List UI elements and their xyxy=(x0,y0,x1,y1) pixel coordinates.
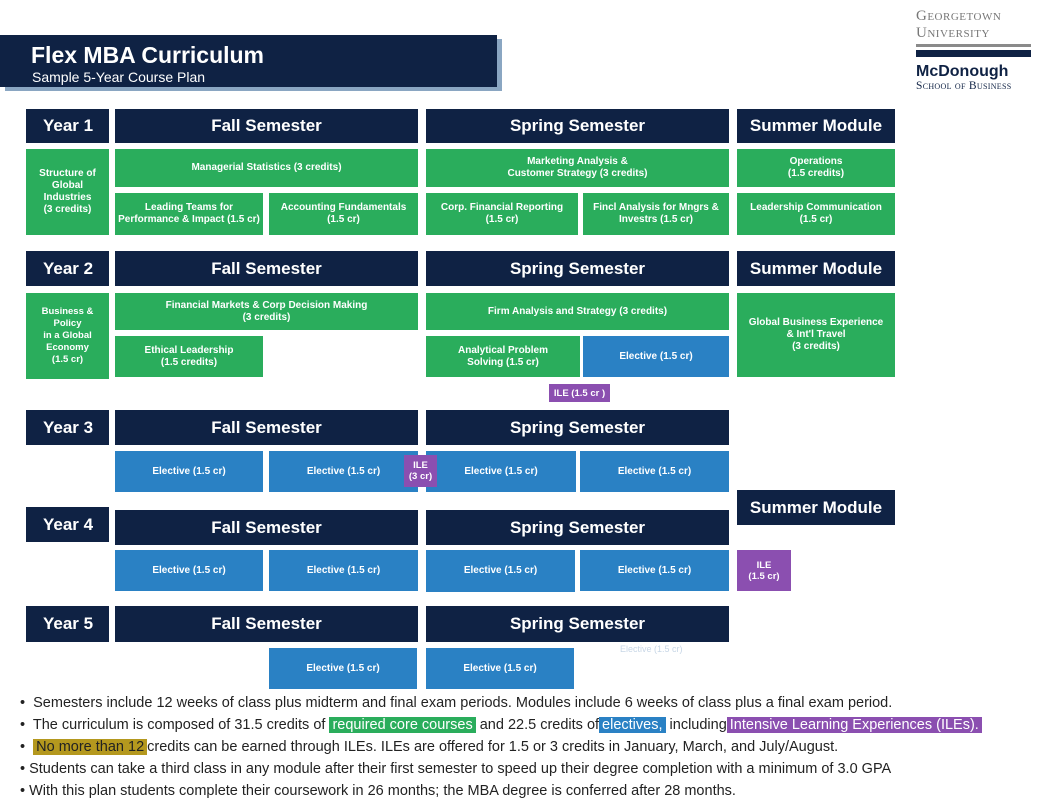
course-operations: Operations (1.5 credits) xyxy=(737,149,895,187)
page-subtitle: Sample 5-Year Course Plan xyxy=(32,69,206,85)
year-3-label: Year 3 xyxy=(26,410,109,445)
elective-y2-spring: Elective (1.5 cr) xyxy=(583,336,729,377)
ile-limit-highlight: No more than 12 xyxy=(33,739,148,755)
year-2-summer-header: Summer Module xyxy=(737,251,895,286)
ile-highlight: Intensive Learning Experiences (ILEs). xyxy=(726,717,982,733)
note-2-text-c: including xyxy=(669,717,727,733)
note-4-text: Students can take a third class in any m… xyxy=(29,761,892,777)
logo-rule-gray xyxy=(916,44,1031,47)
logo-mcdonough: McDonough xyxy=(916,63,1009,80)
course-financial-markets: Financial Markets & Corp Decision Making… xyxy=(115,293,418,330)
year-5-fall-header: Fall Semester xyxy=(115,606,418,642)
year-3-fall-header: Fall Semester xyxy=(115,410,418,445)
note-5-text: With this plan students complete their c… xyxy=(29,783,736,799)
elective-y3-fall-2: Elective (1.5 cr) xyxy=(269,451,418,492)
elective-y3-spring-1: Elective (1.5 cr) xyxy=(426,451,576,492)
course-leading-teams: Leading Teams for Performance & Impact (… xyxy=(115,193,263,235)
note-3-text: credits can be earned through ILEs. ILEs… xyxy=(147,739,839,755)
note-2: • The curriculum is composed of 31.5 cre… xyxy=(20,714,982,736)
logo-rule-navy xyxy=(916,50,1031,57)
note-2-text-b: and 22.5 credits of xyxy=(479,717,600,733)
year-2-spring-header: Spring Semester xyxy=(426,251,729,286)
course-accounting-fundamentals: Accounting Fundamentals (1.5 cr) xyxy=(269,193,418,235)
elective-y3-fall-1: Elective (1.5 cr) xyxy=(115,451,263,492)
title-banner: Flex MBA Curriculum Sample 5-Year Course… xyxy=(0,35,497,87)
note-4: • Students can take a third class in any… xyxy=(20,761,892,777)
year-3-summer-header: Summer Module xyxy=(737,490,895,525)
georgetown-logo: Georgetown University McDonough School o… xyxy=(916,8,1031,98)
elective-y4-spring-1: Elective (1.5 cr) xyxy=(426,550,575,592)
note-2-text-a: The curriculum is composed of 31.5 credi… xyxy=(32,717,326,733)
course-business-policy: Business & Policy in a Global Economy (1… xyxy=(26,293,109,379)
year-4-label: Year 4 xyxy=(26,507,109,542)
course-structure-global-industries: Structure of Global Industries (3 credit… xyxy=(26,149,109,235)
required-core-highlight: required core courses xyxy=(329,717,476,733)
page-title: Flex MBA Curriculum xyxy=(31,42,265,68)
elective-y5-spring: Elective (1.5 cr) xyxy=(426,648,574,689)
year-1-spring-header: Spring Semester xyxy=(426,109,729,143)
ghost-elective-text: Elective (1.5 cr) xyxy=(620,644,683,654)
year-4-fall-header: Fall Semester xyxy=(115,510,418,545)
year-2-fall-header: Fall Semester xyxy=(115,251,418,286)
ile-y2: ILE (1.5 cr ) xyxy=(549,384,610,402)
year-5-spring-header: Spring Semester xyxy=(426,606,729,642)
course-leadership-communication: Leadership Communication (1.5 cr) xyxy=(737,193,895,235)
note-5: • With this plan students complete their… xyxy=(20,783,736,799)
course-corp-financial-reporting: Corp. Financial Reporting (1.5 cr) xyxy=(426,193,578,235)
elective-y4-fall-1: Elective (1.5 cr) xyxy=(115,550,263,591)
elective-y4-fall-2: Elective (1.5 cr) xyxy=(269,550,418,591)
course-marketing-analysis: Marketing Analysis & Customer Strategy (… xyxy=(426,149,729,187)
elective-y4-spring-2: Elective (1.5 cr) xyxy=(580,550,729,591)
course-fincl-analysis: Fincl Analysis for Mngrs & Investrs (1.5… xyxy=(583,193,729,235)
ile-y4: ILE (1.5 cr) xyxy=(737,550,791,591)
logo-georgetown: Georgetown xyxy=(916,8,1002,24)
year-4-spring-header: Spring Semester xyxy=(426,510,729,545)
year-1-summer-header: Summer Module xyxy=(737,109,895,143)
year-1-label: Year 1 xyxy=(26,109,109,143)
year-2-label: Year 2 xyxy=(26,251,109,286)
note-1: • Semesters include 12 weeks of class pl… xyxy=(20,695,893,711)
course-managerial-statistics: Managerial Statistics (3 credits) xyxy=(115,149,418,187)
year-1-fall-header: Fall Semester xyxy=(115,109,418,143)
course-analytical-problem-solving: Analytical Problem Solving (1.5 cr) xyxy=(426,336,580,377)
elective-y5-fall: Elective (1.5 cr) xyxy=(269,648,417,689)
course-ethical-leadership: Ethical Leadership (1.5 credits) xyxy=(115,336,263,377)
year-5-label: Year 5 xyxy=(26,606,109,642)
course-global-business-experience: Global Business Experience & Int'l Trave… xyxy=(737,293,895,377)
year-3-spring-header: Spring Semester xyxy=(426,410,729,445)
logo-university: University xyxy=(916,25,990,41)
elective-y3-spring-2: Elective (1.5 cr) xyxy=(580,451,729,492)
ile-y3: ILE (3 cr) xyxy=(404,455,437,487)
electives-highlight: electives, xyxy=(599,717,666,733)
course-firm-analysis: Firm Analysis and Strategy (3 credits) xyxy=(426,293,729,330)
note-1-text: Semesters include 12 weeks of class plus… xyxy=(33,695,893,711)
logo-school-of-business: School of Business xyxy=(916,80,1012,92)
